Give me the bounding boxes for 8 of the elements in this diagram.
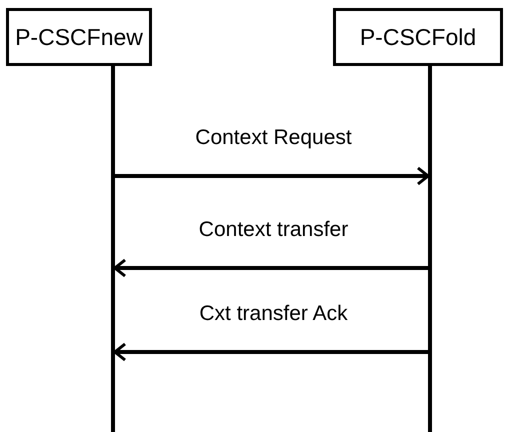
participant-box: P-CSCFnew — [6, 8, 152, 66]
lifeline — [428, 66, 432, 432]
message-arrow — [115, 166, 430, 186]
lifeline — [111, 66, 115, 432]
participant-box: P-CSCFold — [333, 8, 503, 66]
edge-label: Context Request — [193, 126, 354, 150]
message-arrow — [114, 342, 428, 362]
message-arrow — [114, 258, 428, 278]
